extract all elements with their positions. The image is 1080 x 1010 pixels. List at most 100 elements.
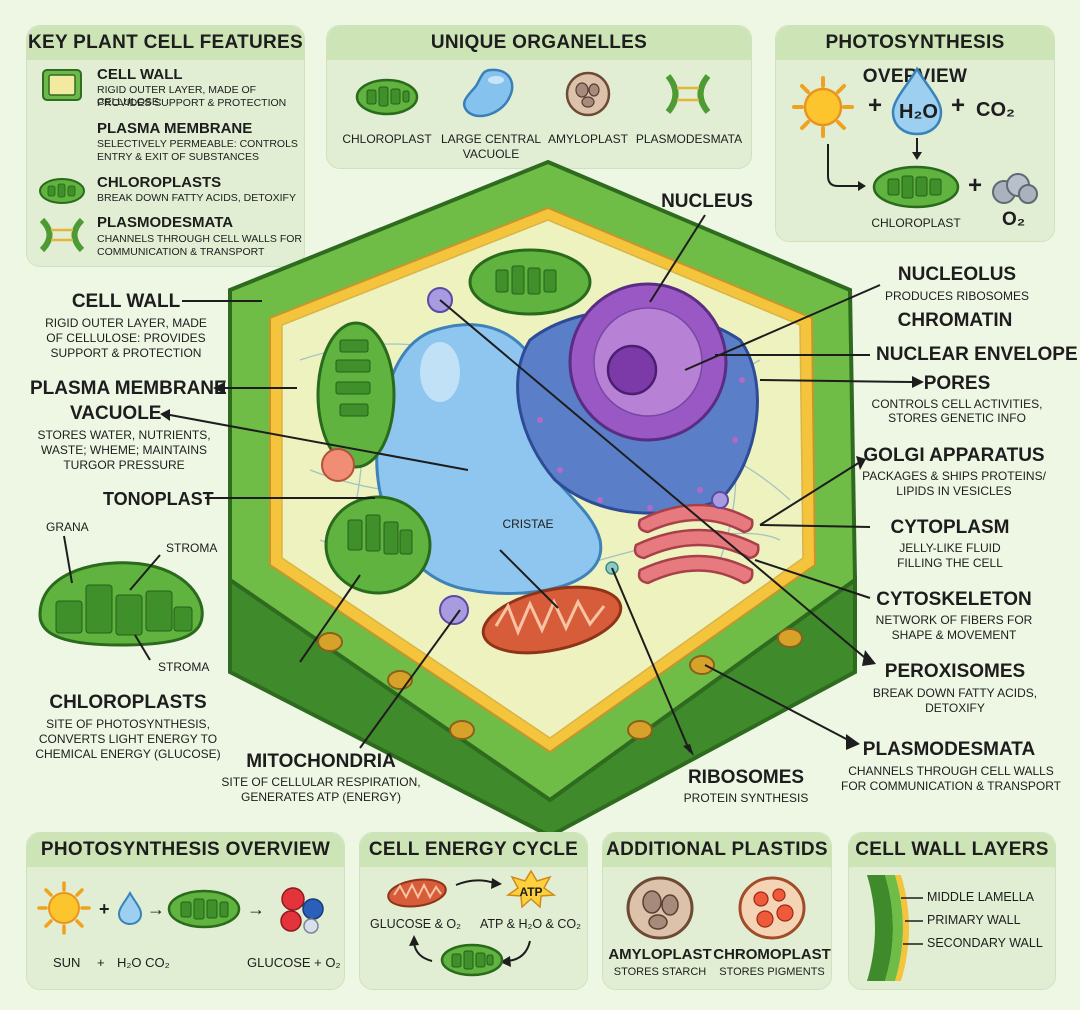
uo-label-vacuole-2: VACUOLE	[462, 147, 520, 161]
chloroplast-icon	[355, 78, 419, 116]
photo-top-co2: CO₂	[976, 99, 1015, 121]
er-ribosome-dots	[537, 377, 745, 511]
label-peroxisomes: PEROXISOMES	[884, 661, 1026, 682]
desc-nucleolus: PRODUCES RIBOSOMES	[884, 289, 1030, 303]
desc-cytoplasm-2: FILLING THE CELL	[897, 556, 1003, 570]
desc-peroxisomes-2: DETOXIFY	[925, 701, 985, 715]
desc-vacuole-1: STORES WATER, NUTRIENTS,	[37, 428, 211, 442]
kf-desc-cell-wall-2: PROVIDES SUPPORT & PROTECTION	[97, 97, 287, 109]
label-golgi: GOLGI APPARATUS	[863, 445, 1045, 466]
label-stroma-bottom: STROMA	[158, 660, 210, 674]
vacuole-icon	[462, 68, 514, 118]
desc-cytoskeleton-2: SHAPE & MOVEMENT	[891, 628, 1017, 642]
desc-golgi-2: LIPIDS IN VESICLES	[896, 484, 1012, 498]
photosynthesis-bottom-panel: PHOTOSYNTHESIS OVERVIEW + → → SUN + H₂O …	[26, 832, 345, 990]
unique-organelles-title: UNIQUE ORGANELLES	[327, 26, 751, 60]
desc-golgi-1: PACKAGES & SHIPS PROTEINS/	[862, 469, 1046, 483]
desc-peroxisomes-1: BREAK DOWN FATTY ACIDS,	[872, 686, 1038, 700]
photo-top-plus-3: +	[968, 172, 983, 199]
chloroplast-icon	[39, 178, 85, 204]
desc-cell-wall-2: OF CELLULOSE: PROVIDES	[46, 331, 206, 345]
photo-top-plus-1: +	[868, 92, 883, 119]
cycle-arrows	[409, 878, 531, 967]
kf-name-plasma-membrane: PLASMA MEMBRANE	[97, 120, 253, 137]
desc-cytoskeleton-1: NETWORK OF FIBERS FOR	[875, 613, 1033, 627]
desc-chloroplasts-3: CHEMICAL ENERGY (GLUCOSE)	[35, 747, 221, 761]
cell-wall-front	[228, 576, 857, 839]
oxygen-cloud-icon	[992, 173, 1038, 204]
chloroplast-left	[316, 321, 396, 469]
uo-label-amyloplast: AMYLOPLAST	[547, 132, 629, 146]
chloroplast-icon	[167, 889, 241, 929]
desc-chloroplasts-1: SITE OF PHOTOSYNTHESIS,	[46, 717, 210, 731]
photo-bottom-plus-2: +	[97, 955, 105, 970]
label-nucleolus: NUCLEOLUS	[897, 264, 1017, 285]
desc-chloroplasts-2: CONVERTS LIGHT ENERGY TO	[38, 732, 218, 746]
kf-desc-plasma-1: SELECTIVELY PERMEABLE: CONTROLS	[97, 138, 298, 150]
glucose-molecule-icon	[280, 887, 324, 934]
label-cristae: CRISTAE	[502, 517, 554, 531]
desc-cell-wall-3: SUPPORT & PROTECTION	[50, 346, 202, 360]
leader-lines	[169, 214, 913, 753]
plastid-name-chromoplast: CHROMOPLAST	[713, 946, 831, 963]
uo-label-chloroplast: CHLOROPLAST	[342, 132, 432, 146]
key-features-panel: KEY PLANT CELL FEATURES CELL WALL RIGID …	[26, 25, 305, 267]
photo-bottom-arrow-1: →	[147, 899, 165, 919]
desc-mitochondria-2: GENERATES ATP (ENERGY)	[240, 790, 402, 804]
desc-cell-wall-1: RIGID OUTER LAYER, MADE	[45, 316, 207, 330]
label-pores: PORES	[923, 373, 991, 394]
label-vacuole: VACUOLE	[70, 403, 162, 424]
kf-name-chloroplasts: CHLOROPLASTS	[97, 174, 222, 191]
desc-pores-2: STORES GENETIC INFO	[888, 411, 1026, 425]
wall-layer-primary: PRIMARY WALL	[927, 913, 1021, 927]
mitochondrion	[481, 585, 623, 655]
leader-arrowheads	[160, 376, 924, 756]
water-drop-icon	[891, 66, 943, 136]
chloroplast-top	[468, 248, 592, 316]
plastid-desc-chromoplast: STORES PIGMENTS	[719, 966, 825, 978]
cell-wall-icon	[42, 69, 82, 101]
chloroplast-icon	[872, 165, 960, 209]
desc-plasmodesmata-2: FOR COMMUNICATION & TRANSPORT	[840, 779, 1062, 793]
kf-desc-plasma-2: ENTRY & EXIT OF SUBSTANCES	[97, 151, 260, 163]
energy-right: ATP & H₂O & CO₂	[480, 917, 581, 931]
label-grana: GRANA	[46, 520, 89, 534]
chloroplast-lower	[324, 495, 432, 595]
peroxisome	[321, 448, 355, 482]
wall-layer-middle-lamella: MIDDLE LAMELLA	[927, 890, 1034, 904]
chloroplast-detail	[38, 561, 204, 647]
desc-vacuole-3: TURGOR PRESSURE	[63, 458, 185, 472]
unique-organelles-panel: UNIQUE ORGANELLES CHLOROPLAST LARGE CENT…	[326, 25, 752, 169]
chloroplast-detail-leaders	[63, 535, 161, 661]
photo-bottom-reactants: H₂O CO₂	[117, 955, 170, 970]
energy-atp: ATP	[519, 885, 543, 899]
label-cytoskeleton: CYTOSKELETON	[876, 589, 1032, 610]
label-chromatin: CHROMATIN	[897, 310, 1013, 331]
desc-pores-1: CONTROLS CELL ACTIVITIES,	[871, 397, 1043, 411]
label-plasma-membrane: PLASMA MEMBRANE	[30, 378, 227, 399]
label-tonoplast: TONOPLAST	[103, 489, 214, 509]
plastid-name-amyloplast: AMYLOPLAST	[608, 946, 712, 963]
desc-vacuole-2: WASTE; WHEME; MAINTAINS	[40, 443, 208, 457]
wall-layers-leaders	[901, 897, 923, 945]
photo-bottom-plus-1: +	[99, 899, 110, 919]
wall-layers-diagram	[867, 875, 909, 981]
energy-left: GLUCOSE & O₂	[370, 917, 461, 931]
photo-top-plus-2: +	[951, 92, 966, 119]
label-ribosomes: RIBOSOMES	[687, 767, 805, 788]
photo-top-h2o: H₂O	[899, 101, 938, 123]
photo-bottom-sun: SUN	[53, 955, 81, 970]
photo-top-chloroplast-label: CHLOROPLAST	[871, 216, 961, 230]
desc-ribosomes: PROTEIN SYNTHESIS	[683, 791, 809, 805]
energy-cycle-panel: CELL ENERGY CYCLE ATP GLUCOSE & O₂ ATP &…	[359, 832, 588, 990]
label-nucleus: NUCLEUS	[661, 191, 753, 212]
photosynthesis-top-panel: PHOTOSYNTHESIS OVERVIEW + H₂O + CO₂ CHLO…	[775, 25, 1055, 242]
mitochondrion-icon	[387, 878, 447, 908]
kf-name-cell-wall: CELL WALL	[97, 66, 183, 83]
wall-layers-panel: CELL WALL LAYERS MIDDLE LAMELLA PRIMARY …	[848, 832, 1056, 990]
wall-layer-secondary: SECONDARY WALL	[927, 936, 1043, 950]
amyloplast-icon	[565, 71, 611, 117]
chloroplast-icon	[440, 943, 504, 977]
wall-layers-title: CELL WALL LAYERS	[849, 833, 1055, 867]
sun-icon	[37, 881, 91, 935]
